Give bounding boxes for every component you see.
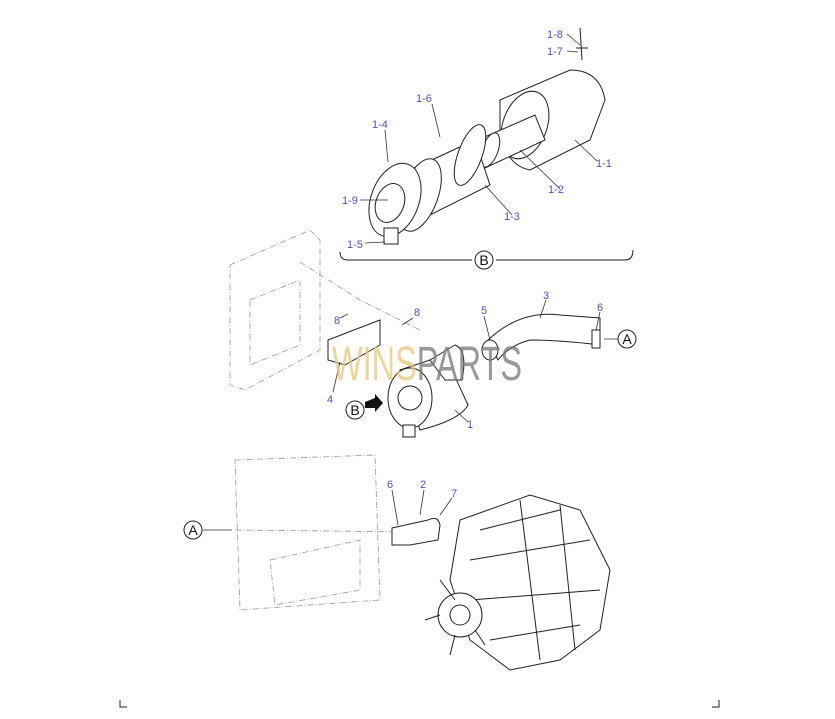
callout-1-9: 1-9 bbox=[342, 195, 358, 207]
air-cleaner bbox=[387, 344, 469, 438]
callout-1-8: 1-8 bbox=[547, 29, 563, 41]
callout-8: 8 bbox=[334, 315, 340, 327]
reference-circle-a bbox=[617, 329, 637, 349]
callout-3: 3 bbox=[543, 290, 549, 302]
callout-4: 4 bbox=[327, 394, 333, 406]
engine bbox=[424, 494, 611, 671]
callout-8: 8 bbox=[414, 307, 420, 319]
air-cleaner-exploded bbox=[339, 27, 634, 261]
callout-7: 7 bbox=[451, 488, 457, 500]
callout-2: 2 bbox=[420, 479, 426, 491]
watermark-part2: PARTS bbox=[417, 338, 522, 391]
arrow-icon bbox=[365, 394, 383, 412]
callout-6: 6 bbox=[387, 479, 393, 491]
reference-b-label: B bbox=[350, 402, 359, 418]
reference-circle-b bbox=[345, 400, 365, 420]
callout-1-2: 1-2 bbox=[548, 184, 564, 196]
crop-marks bbox=[119, 700, 720, 708]
reference-b-label: B bbox=[479, 252, 488, 268]
callout-1-7: 1-7 bbox=[547, 46, 563, 58]
reference-a-label: A bbox=[622, 331, 632, 347]
bracket bbox=[327, 319, 381, 366]
callout-5: 5 bbox=[481, 305, 487, 317]
callout-6: 6 bbox=[597, 302, 603, 314]
reference-circle-b bbox=[474, 250, 494, 270]
watermark-part1: WINS bbox=[332, 338, 417, 391]
callout-1-5: 1-5 bbox=[347, 239, 363, 251]
callout-1-6: 1-6 bbox=[416, 93, 432, 105]
reference-circle-a bbox=[183, 520, 203, 540]
callout-1: 1 bbox=[467, 419, 473, 431]
hose bbox=[391, 517, 441, 546]
callout-1-1: 1-1 bbox=[596, 158, 612, 170]
watermark: WINSPARTS bbox=[332, 338, 522, 391]
hose bbox=[487, 313, 601, 361]
sleeve bbox=[591, 329, 601, 349]
frame-ghost bbox=[229, 229, 421, 611]
callout-1-4: 1-4 bbox=[372, 119, 388, 131]
callout-1-3: 1-3 bbox=[504, 211, 520, 223]
reference-a-label: A bbox=[188, 522, 198, 538]
